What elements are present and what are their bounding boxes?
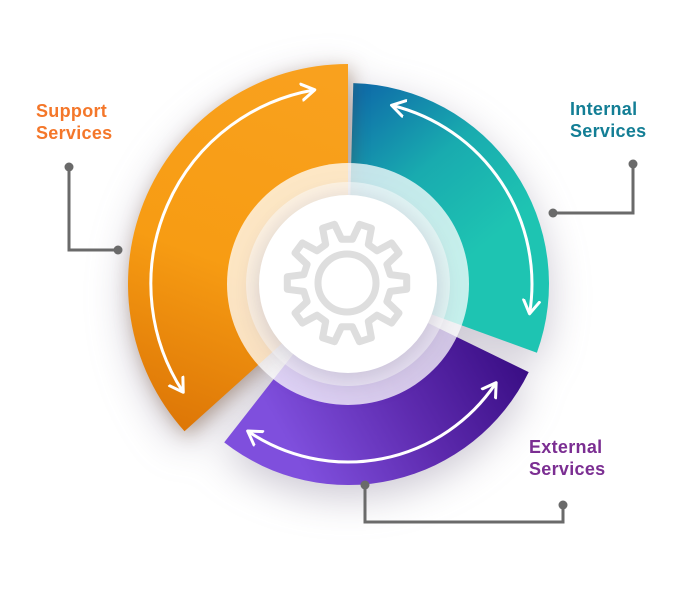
external-cycle-arrow xyxy=(249,384,496,464)
external-connector-dot xyxy=(558,500,568,510)
support-cycle-arrow xyxy=(149,90,314,391)
internal-connector-dot xyxy=(548,208,558,218)
support-connector xyxy=(64,162,123,255)
external-services-label: External Services xyxy=(529,437,606,479)
internal-connector xyxy=(548,159,638,218)
internal-services-label: Internal Services xyxy=(570,99,647,141)
support-connector-dot xyxy=(113,245,123,255)
external-connector xyxy=(360,480,568,524)
internal-cycle-arrow xyxy=(393,106,532,313)
gear-hub xyxy=(314,250,380,316)
internal-connector-dot xyxy=(628,159,638,169)
label-connectors xyxy=(64,159,638,524)
support-services-label: Support Services xyxy=(36,101,113,143)
cycle-wheel xyxy=(127,64,549,486)
support-connector-dot xyxy=(64,162,74,172)
external-connector-dot xyxy=(360,480,370,490)
